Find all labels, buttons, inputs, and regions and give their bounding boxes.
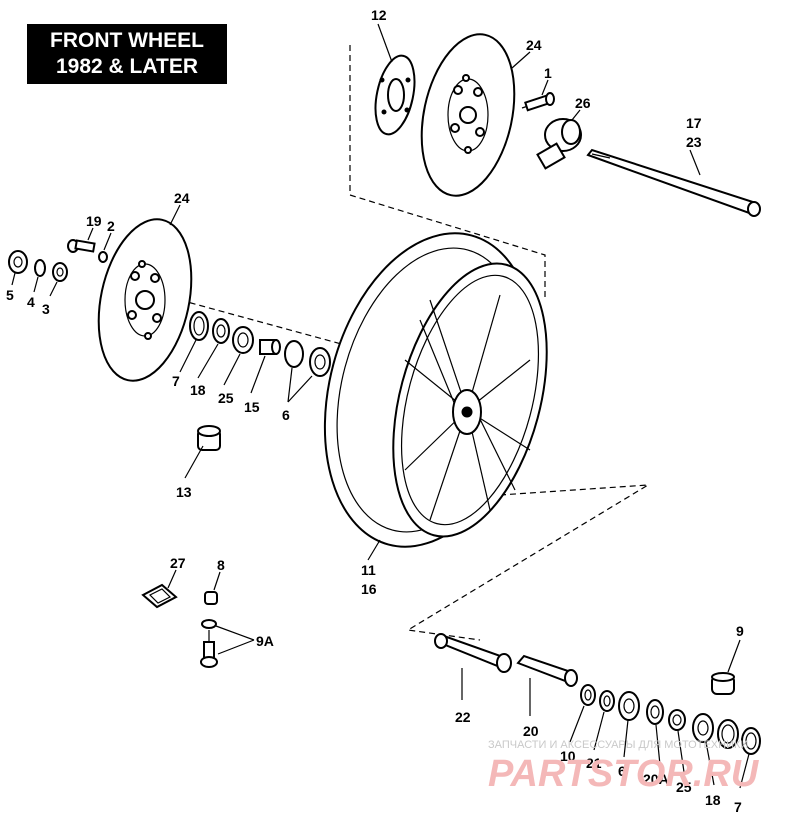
label-4: 4 [27, 294, 35, 310]
part-6-bearing-right [618, 691, 640, 721]
part-19-bolt [67, 239, 96, 253]
part-15-spacer [259, 339, 281, 355]
part-18-washer-right [692, 713, 714, 743]
label-8: 8 [217, 557, 225, 573]
part-2-washer [98, 251, 108, 263]
label-26: 26 [575, 95, 591, 111]
label-17: 17 [686, 115, 702, 131]
label-15: 15 [244, 399, 260, 415]
part-6-bearing-left [284, 340, 331, 377]
part-1-bolt [521, 92, 555, 112]
watermark: ЗАПЧАСТИ И АКСЕССУАРЫ ДЛЯ МОТОТЕХНИКИ PA… [488, 739, 760, 795]
label-10: 10 [560, 748, 576, 764]
label-11: 11 [361, 562, 376, 578]
label-23: 23 [686, 134, 702, 150]
label-5: 5 [6, 287, 14, 303]
part-20-sleeve [516, 654, 578, 687]
part-3-washer [52, 262, 68, 282]
part-26-speedometer-drive [536, 118, 582, 170]
part-10-washer [580, 684, 596, 706]
label-27: 27 [170, 555, 186, 571]
label-6-left: 6 [282, 407, 290, 423]
part-4-lockwasher [34, 259, 46, 277]
diagram-title-box: FRONT WHEEL 1982 & LATER [27, 24, 227, 84]
part-12-plate [374, 54, 416, 136]
part-20a-bearing-cage [646, 699, 664, 725]
part-24-brake-disc-top [420, 33, 516, 197]
part-7-retaining-ring-left [189, 311, 209, 341]
label-13: 13 [176, 484, 192, 500]
label-20a: 20A [643, 771, 669, 787]
label-1: 1 [544, 65, 552, 81]
label-18-left: 18 [190, 382, 206, 398]
part-9-cap [711, 672, 735, 695]
part-22-spacer-tube [434, 633, 512, 673]
label-25-left: 25 [218, 390, 234, 406]
part-24-brake-disc-left [97, 218, 193, 382]
part-9a-valve-stem [200, 619, 218, 668]
part-11-16-cast-wheel [323, 232, 548, 548]
label-2: 2 [107, 218, 115, 234]
label-19: 19 [86, 213, 102, 229]
label-24-top: 24 [526, 37, 542, 53]
label-22: 22 [455, 709, 471, 725]
label-6-right: 6 [618, 763, 626, 779]
leader-lines [11, 23, 750, 789]
label-18-right: 18 [705, 792, 721, 808]
title-line-2: 1982 & LATER [56, 55, 198, 78]
part-27-pad [141, 583, 178, 609]
title-line-1: FRONT WHEEL [50, 29, 204, 52]
part-13-bushing [197, 425, 221, 451]
label-7-right: 7 [734, 799, 742, 815]
part-5-nut [8, 250, 28, 274]
label-7-left: 7 [172, 373, 180, 389]
part-18-washer-left [212, 318, 230, 344]
label-9a: 9A [256, 633, 274, 649]
part-7-retaining-ring-right [717, 719, 739, 749]
label-20: 20 [523, 723, 539, 739]
label-21: 21 [586, 755, 602, 771]
label-3: 3 [42, 301, 50, 317]
part-21-washer [599, 690, 615, 712]
part-number-labels: 12 24 1 26 17 23 24 19 2 5 4 3 7 18 25 1… [6, 7, 744, 815]
label-25-right: 25 [676, 779, 692, 795]
part-8-valve-cap [204, 591, 218, 605]
label-12: 12 [371, 7, 387, 23]
part-7-ring-far-right [741, 727, 761, 755]
part-17-23-axle [586, 148, 761, 217]
label-9: 9 [736, 623, 744, 639]
label-24-left: 24 [174, 190, 190, 206]
part-25-seal-left [232, 326, 254, 354]
part-25-seal-right [668, 709, 686, 731]
label-16: 16 [361, 581, 377, 597]
watermark-tagline: ЗАПЧАСТИ И АКСЕССУАРЫ ДЛЯ МОТОТЕХНИКИ [488, 739, 748, 751]
watermark-logo: PARTSTOR.RU [488, 753, 760, 795]
